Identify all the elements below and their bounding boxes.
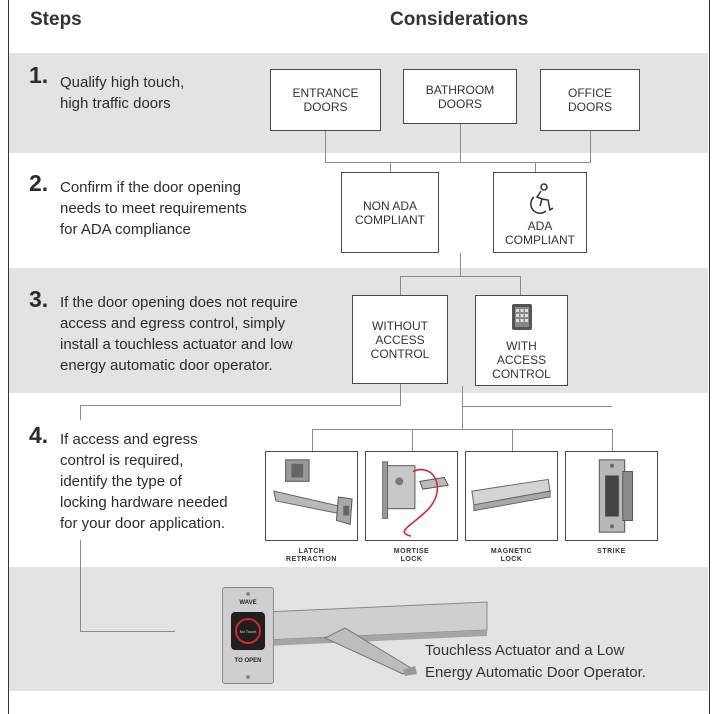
magnetic-lock-icon: [471, 478, 551, 512]
considerations-header: Considerations: [390, 9, 529, 30]
connector-line: [312, 429, 313, 452]
keypad-icon: [511, 304, 532, 330]
mortise-lock-icon: [382, 461, 449, 537]
connector-line: [400, 276, 521, 277]
connector-line: [325, 130, 326, 163]
step-1-text: Qualify high touch,high traffic doors: [60, 74, 185, 112]
mortise-lock-image: [365, 451, 458, 541]
connector-line: [80, 405, 81, 420]
connector-line: [390, 162, 391, 173]
accessible-icon: [530, 183, 554, 214]
latch-retraction-icon: [273, 459, 353, 525]
connector-line: [520, 276, 521, 296]
connector-line: [512, 429, 513, 452]
touchless-actuator: WAVE No Touch TO OPEN: [222, 587, 274, 684]
connector-line: [80, 405, 401, 406]
touchless-actuator-icon: [231, 592, 265, 679]
connector-line: [412, 429, 413, 452]
connector-line: [460, 123, 461, 163]
latch-retraction-image: [265, 451, 358, 541]
connector-line: [80, 540, 81, 632]
connector-line: [460, 253, 461, 277]
diagram-frame: [8, 0, 710, 714]
connector-line: [535, 162, 536, 173]
connector-line: [80, 631, 175, 632]
connector-line: [612, 429, 613, 452]
connector-line: [590, 130, 591, 163]
door-operator-image: [265, 601, 488, 676]
connector-line: [462, 406, 612, 407]
step-4-number: 4.: [29, 422, 49, 448]
strike-icon: [598, 459, 634, 533]
step-3-number: 3.: [29, 286, 49, 312]
strike-label: STRIKE: [597, 548, 626, 555]
connector-line: [462, 406, 463, 430]
connector-line: [462, 386, 463, 407]
steps-header: Steps: [30, 9, 82, 30]
magnetic-lock-image: [465, 451, 558, 541]
connector-line: [325, 162, 591, 163]
connector-line: [400, 383, 401, 406]
connector-line: [400, 276, 401, 296]
step-2-number: 2.: [29, 170, 49, 196]
step-1-number: 1.: [29, 62, 49, 88]
strike-image: [565, 451, 658, 541]
